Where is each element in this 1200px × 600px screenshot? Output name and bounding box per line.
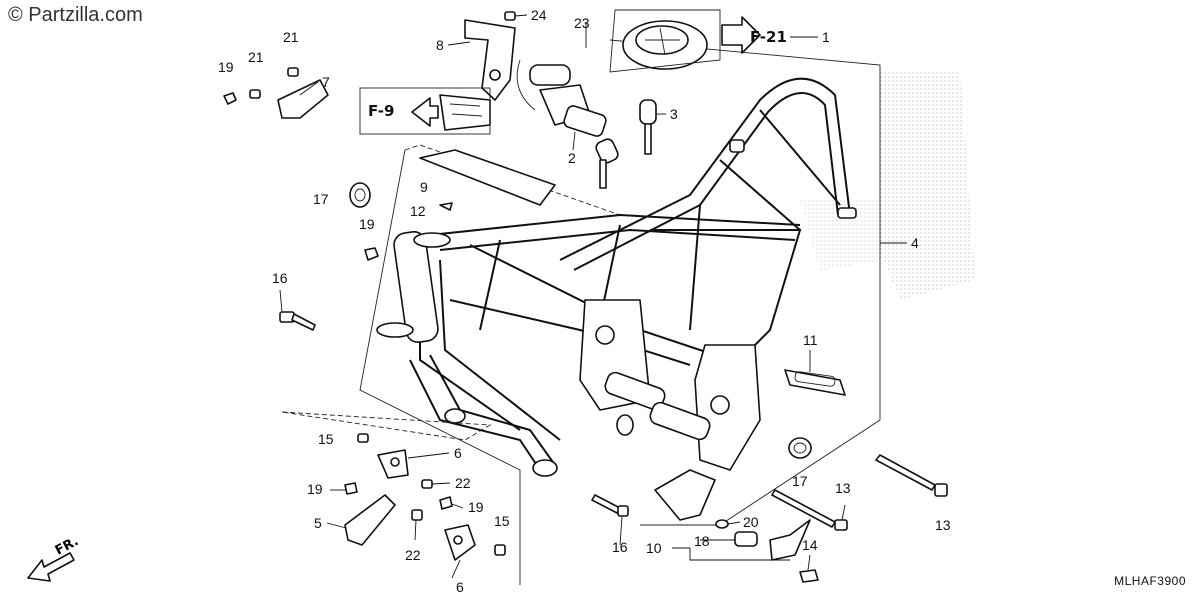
long-bolt-right [771,454,948,531]
ref-label-f9: F-9 [368,102,394,120]
callout-13a: 13 [835,480,851,496]
callout-23: 23 [574,15,590,31]
callout-22a: 22 [455,475,471,491]
frame-outline [359,39,881,585]
callout-19a: 19 [218,59,234,75]
callout-6b: 6 [456,579,464,595]
collar-lower [788,437,812,459]
callout-21a: 21 [248,49,264,65]
callout-20: 20 [743,514,759,530]
callout-17a: 17 [313,191,329,207]
frame-shading [800,70,975,300]
callout-19b: 19 [359,216,375,232]
seat-cushion [439,94,491,131]
callout-22b: 22 [405,547,421,563]
key-set [595,99,657,189]
callout-7: 7 [322,74,330,90]
long-bolt-left [279,311,316,331]
callout-15a: 15 [318,431,334,447]
callout-18: 18 [694,533,710,549]
callout-2: 2 [568,150,576,166]
callout-15b: 15 [494,513,510,529]
callout-19c: 19 [307,481,323,497]
lower-brackets [281,411,506,561]
collar-upper [349,182,371,208]
upper-bracket [464,11,516,101]
nut-upper [364,247,379,261]
callout-1: 1 [822,29,830,45]
bolt-lower [591,494,629,517]
ignition-switch [516,59,607,137]
callout-12: 12 [410,203,426,219]
callout-3: 3 [670,106,678,122]
ref-arrow-f21[interactable]: F-21 [721,16,787,54]
callout-4: 4 [911,235,919,251]
fuel-cap [609,9,721,73]
callout-21b: 21 [283,29,299,45]
watermark: © Partzilla.com [8,4,143,26]
callout-labels: 1 2 3 4 5 6 6 7 8 9 10 11 12 13 13 14 15… [218,7,951,595]
callout-24: 24 [531,7,547,23]
callout-8: 8 [436,37,444,53]
callout-19d: 19 [468,499,484,515]
callout-6a: 6 [454,445,462,461]
callout-13b: 13 [935,517,951,533]
callout-16b: 16 [612,539,628,555]
ref-label-f21: F-21 [750,28,787,46]
callout-11: 11 [803,332,818,348]
cover-strip [419,149,556,211]
collar-washer-group [715,519,819,583]
callout-9: 9 [420,179,428,195]
leader-lines [279,14,907,579]
callout-17b: 17 [792,473,808,489]
front-direction-indicator: FR. [27,534,81,582]
side-bracket [223,67,329,119]
callout-16a: 16 [272,270,288,286]
callout-5: 5 [314,515,322,531]
callout-14: 14 [802,537,818,553]
callout-10: 10 [646,540,662,556]
main-frame [376,77,857,521]
ref-arrow-f9[interactable]: F-9 [359,87,491,135]
rubber-mount [784,369,846,396]
diagram-code: MLHAF3900 [1114,574,1186,588]
